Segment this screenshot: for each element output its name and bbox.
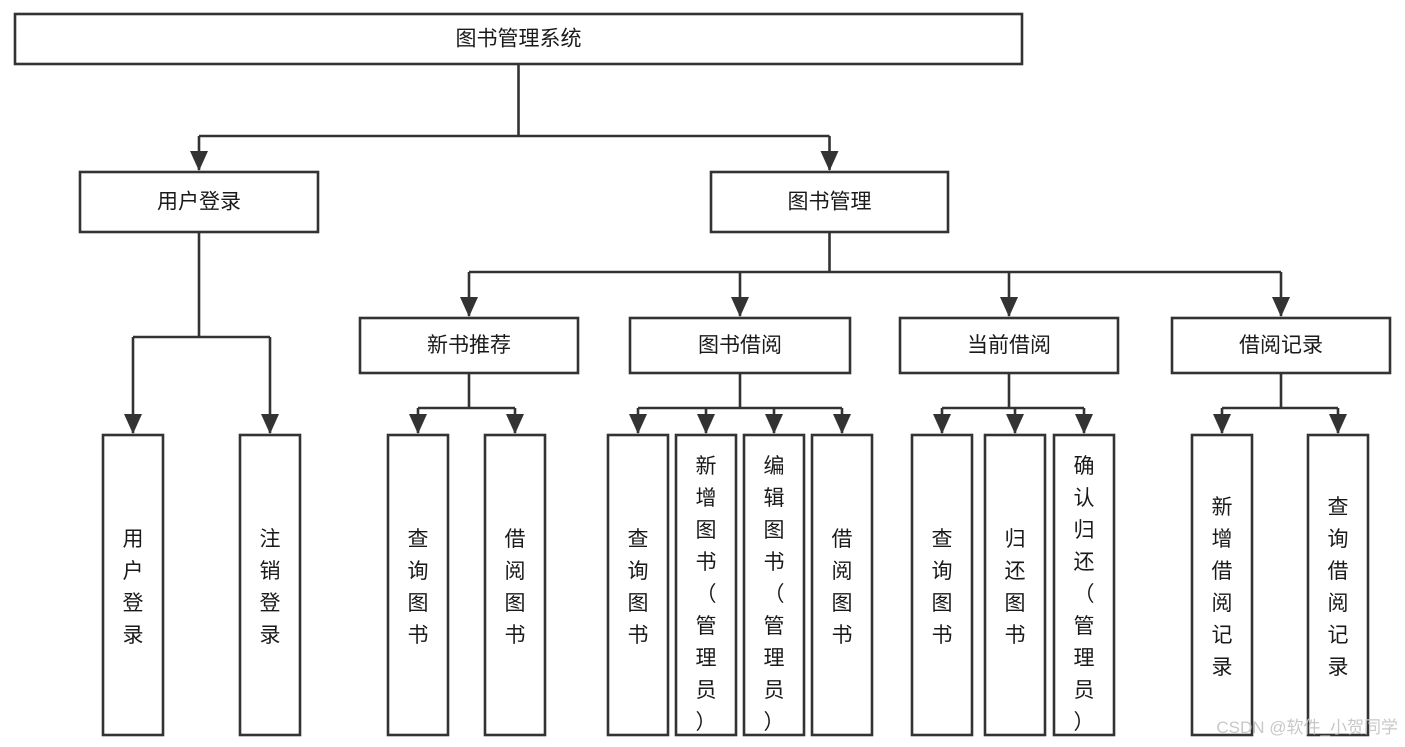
node-label: 用户登录 bbox=[157, 191, 241, 214]
node-box bbox=[1306, 433, 1370, 737]
level3-node-borrow-record[interactable]: 借阅记录 bbox=[1170, 316, 1392, 375]
arrow-head-icon bbox=[1272, 297, 1290, 317]
arrow-head-icon bbox=[765, 414, 783, 434]
node-box bbox=[1052, 433, 1116, 737]
node-box bbox=[101, 433, 165, 737]
node-box bbox=[898, 316, 1120, 375]
arrow-head-icon bbox=[409, 414, 427, 434]
node-box bbox=[13, 12, 1024, 66]
root-node-book-management-system[interactable]: 图书管理系统 bbox=[13, 12, 1024, 66]
node-label: 归还图书 bbox=[1005, 528, 1026, 647]
node-box bbox=[386, 433, 450, 737]
leaf-node-leaf-edit-book[interactable]: 编辑图书（管理员） bbox=[742, 433, 806, 737]
node-box bbox=[78, 170, 320, 234]
level2-node-user-login[interactable]: 用户登录 bbox=[78, 170, 320, 234]
node-box bbox=[1190, 433, 1254, 737]
arrow-head-icon bbox=[697, 414, 715, 434]
node-label: 借阅记录 bbox=[1239, 334, 1323, 357]
arrow-head-icon bbox=[506, 414, 524, 434]
node-label: 查询借阅记录 bbox=[1328, 496, 1349, 679]
node-label: 编辑图书（管理员） bbox=[764, 455, 785, 734]
node-box bbox=[674, 433, 738, 737]
arrow-head-icon bbox=[1006, 414, 1024, 434]
arrow-head-icon bbox=[190, 151, 208, 171]
node-label: 确认归还（管理员） bbox=[1074, 455, 1095, 734]
leaf-node-leaf-add-book[interactable]: 新增图书（管理员） bbox=[674, 433, 738, 737]
arrow-head-icon bbox=[124, 414, 142, 434]
node-box bbox=[910, 433, 974, 737]
node-layer: 图书管理系统用户登录图书管理新书推荐图书借阅当前借阅借阅记录用户登录注销登录查询… bbox=[13, 12, 1392, 737]
arrow-head-icon bbox=[1213, 414, 1231, 434]
arrow-head-icon bbox=[933, 414, 951, 434]
node-box bbox=[742, 433, 806, 737]
level2-node-book-management[interactable]: 图书管理 bbox=[709, 170, 950, 234]
node-label: 用户登录 bbox=[123, 528, 144, 647]
node-box bbox=[238, 433, 302, 737]
node-label: 新增图书（管理员） bbox=[696, 455, 717, 734]
arrow-head-icon bbox=[820, 151, 839, 171]
leaf-node-leaf-query-record[interactable]: 查询借阅记录 bbox=[1306, 433, 1370, 737]
arrow-head-icon bbox=[1329, 414, 1347, 434]
arrow-head-icon bbox=[460, 297, 478, 317]
node-box bbox=[810, 433, 874, 737]
node-label: 图书管理 bbox=[788, 191, 872, 214]
level3-node-book-borrow[interactable]: 图书借阅 bbox=[628, 316, 852, 375]
leaf-node-leaf-borrow-book-2[interactable]: 借阅图书 bbox=[810, 433, 874, 737]
leaf-node-leaf-query-book-1[interactable]: 查询图书 bbox=[386, 433, 450, 737]
node-label: 查询图书 bbox=[408, 528, 429, 647]
leaf-node-leaf-query-book-2[interactable]: 查询图书 bbox=[606, 433, 670, 737]
arrow-head-icon bbox=[833, 414, 851, 434]
arrow-head-icon bbox=[629, 414, 647, 434]
node-label: 新增借阅记录 bbox=[1212, 496, 1233, 679]
node-box bbox=[709, 170, 950, 234]
node-box bbox=[628, 316, 852, 375]
leaf-node-leaf-user-logout[interactable]: 注销登录 bbox=[238, 433, 302, 737]
node-label: 注销登录 bbox=[260, 528, 281, 647]
leaf-node-leaf-query-book-3[interactable]: 查询图书 bbox=[910, 433, 974, 737]
connector-layer bbox=[124, 64, 1347, 434]
arrow-head-icon bbox=[261, 414, 279, 434]
node-label: 借阅图书 bbox=[832, 528, 853, 647]
node-label: 借阅图书 bbox=[505, 528, 526, 647]
level3-node-new-book-recommend[interactable]: 新书推荐 bbox=[358, 316, 580, 375]
node-label: 图书管理系统 bbox=[456, 28, 582, 51]
leaf-node-leaf-confirm-return[interactable]: 确认归还（管理员） bbox=[1052, 433, 1116, 737]
arrow-head-icon bbox=[1075, 414, 1093, 434]
leaf-node-leaf-borrow-book-1[interactable]: 借阅图书 bbox=[483, 433, 547, 737]
node-label: 查询图书 bbox=[932, 528, 953, 647]
node-label: 图书借阅 bbox=[698, 334, 782, 357]
leaf-node-leaf-user-login[interactable]: 用户登录 bbox=[101, 433, 165, 737]
node-label: 查询图书 bbox=[628, 528, 649, 647]
node-box bbox=[483, 433, 547, 737]
node-box bbox=[983, 433, 1047, 737]
node-label: 新书推荐 bbox=[427, 334, 511, 357]
csdn-watermark: CSDN @软件_小贺同学 bbox=[1216, 718, 1398, 737]
node-box bbox=[1170, 316, 1392, 375]
level3-node-current-borrow[interactable]: 当前借阅 bbox=[898, 316, 1120, 375]
leaf-node-leaf-add-record[interactable]: 新增借阅记录 bbox=[1190, 433, 1254, 737]
node-box bbox=[606, 433, 670, 737]
arrow-head-icon bbox=[731, 297, 749, 317]
node-label: 当前借阅 bbox=[967, 334, 1051, 357]
leaf-node-leaf-return-book[interactable]: 归还图书 bbox=[983, 433, 1047, 737]
node-box bbox=[358, 316, 580, 375]
arrow-head-icon bbox=[1000, 297, 1018, 317]
